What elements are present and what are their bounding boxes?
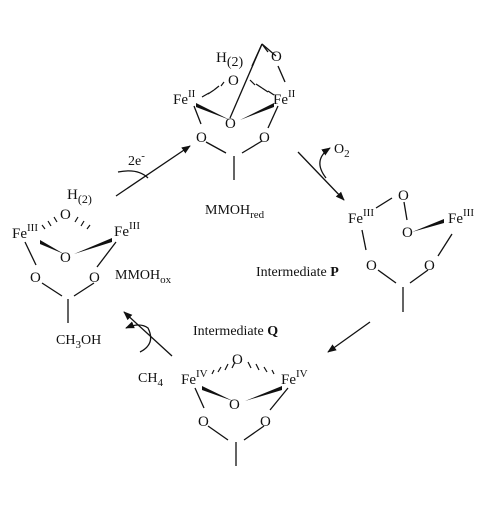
fe-right: Fe — [114, 224, 129, 240]
methane-reagent-subscript: 4 — [157, 377, 163, 389]
methanol-product: CH — [56, 333, 75, 348]
mmoh-ox-label: MMOH — [115, 268, 160, 283]
fe-right: Fe — [448, 211, 463, 227]
fe-right-oxidation: II — [288, 88, 296, 100]
svg-text:H(2): H(2) — [216, 50, 244, 70]
svg-text:FeIII: FeIII — [348, 207, 374, 227]
water-o: O — [228, 73, 239, 89]
bridging-o-top: O — [232, 352, 243, 368]
carboxylate-o-right: O — [89, 270, 100, 286]
fe-right: Fe — [273, 92, 288, 108]
methanol-end: OH — [81, 333, 101, 348]
svg-text:Intermediate P: Intermediate P — [256, 265, 339, 280]
fe-left-oxidation: IV — [196, 368, 208, 380]
water-o: O — [60, 207, 71, 223]
intermediate-q-letter: Q — [267, 324, 278, 339]
reduction-reagent-superscript: - — [141, 150, 145, 162]
p-to-q-arrow — [327, 321, 371, 353]
intermediate-q-structure: O O FeIV FeIV O O Intermediate Q — [181, 324, 308, 466]
methane-arrow — [123, 311, 173, 357]
mmoh-red-label: MMOH — [205, 203, 250, 218]
svg-text:FeIII: FeIII — [448, 207, 474, 227]
mmoh-ox-subscript: ox — [160, 274, 172, 286]
bridging-o: O — [225, 116, 236, 132]
reduction-curved-arrow — [117, 170, 149, 179]
svg-text:FeIII: FeIII — [114, 220, 140, 240]
mmoh-red-subscript: red — [250, 209, 265, 221]
peroxo-o-top: O — [398, 188, 409, 204]
top-o: O — [271, 49, 282, 65]
intermediate-p-label: Intermediate — [256, 265, 330, 280]
fe-right-oxidation: III — [129, 220, 140, 232]
fe-left: Fe — [173, 92, 188, 108]
mmoh-red-structure: H(2) O O FeII FeII O O O MMOHred — [173, 43, 296, 221]
svg-text:MMOHred: MMOHred — [205, 203, 265, 221]
intermediate-p-structure: O O FeIII FeIII O O Intermediate P — [256, 188, 474, 312]
methane-step: CH4 CH3OH — [56, 311, 173, 389]
svg-text:FeIV: FeIV — [181, 368, 208, 388]
methane-curved-arrow — [125, 321, 152, 353]
reduction-arrow — [115, 145, 191, 197]
water-h-subscript: (2) — [227, 55, 244, 70]
reduction-reagent: 2e — [128, 154, 141, 169]
svg-text:FeIV: FeIV — [281, 368, 308, 388]
methane-reagent: CH — [138, 371, 157, 386]
fe-left-oxidation: III — [363, 207, 374, 219]
svg-text:FeII: FeII — [273, 88, 296, 108]
oxygen-curved-arrow — [319, 147, 331, 179]
fe-right-oxidation: IV — [296, 368, 308, 380]
carboxylate-o-left: O — [196, 130, 207, 146]
fe-left: Fe — [348, 211, 363, 227]
svg-text:CH3OH: CH3OH — [56, 333, 101, 351]
svg-text:H(2): H(2) — [67, 187, 92, 206]
bridging-o-bottom: O — [229, 397, 240, 413]
carboxylate-o-left: O — [366, 258, 377, 274]
carboxylate-o-right: O — [260, 414, 271, 430]
fe-left-oxidation: II — [188, 88, 196, 100]
carboxylate-o-right: O — [259, 130, 270, 146]
mmoh-ox-structure: H(2) O FeIII FeIII O O O MMOHox — [12, 187, 172, 323]
peroxo-o-bottom: O — [402, 225, 413, 241]
carboxylate-o-right: O — [424, 258, 435, 274]
oxygen-reagent: O — [334, 142, 344, 157]
oxygen-arrow — [297, 151, 345, 201]
methanol-subscript: 3 — [75, 339, 81, 351]
svg-text:MMOHox: MMOHox — [115, 268, 172, 286]
fe-right-oxidation: III — [463, 207, 474, 219]
fe-left: Fe — [12, 226, 27, 242]
fe-left: Fe — [181, 372, 196, 388]
fe-right: Fe — [281, 372, 296, 388]
intermediate-q-label: Intermediate — [193, 324, 267, 339]
reduction-step: 2e- — [115, 145, 191, 197]
oxygen-reagent-subscript: 2 — [344, 148, 350, 160]
bridging-o: O — [60, 250, 71, 266]
carboxylate-o-left: O — [198, 414, 209, 430]
water-h: H — [216, 50, 227, 66]
svg-text:FeII: FeII — [173, 88, 196, 108]
svg-text:FeIII: FeIII — [12, 222, 38, 242]
oxygen-step: O2 — [297, 142, 350, 201]
svg-text:2e-: 2e- — [128, 150, 145, 169]
fe-left-oxidation: III — [27, 222, 38, 234]
svg-text:Intermediate Q: Intermediate Q — [193, 324, 278, 339]
intermediate-p-letter: P — [330, 265, 339, 280]
water-h-subscript: (2) — [78, 192, 92, 206]
water-h: H — [67, 187, 78, 203]
svg-text:O2: O2 — [334, 142, 350, 160]
carboxylate-o-left: O — [30, 270, 41, 286]
svg-text:CH4: CH4 — [138, 371, 163, 389]
